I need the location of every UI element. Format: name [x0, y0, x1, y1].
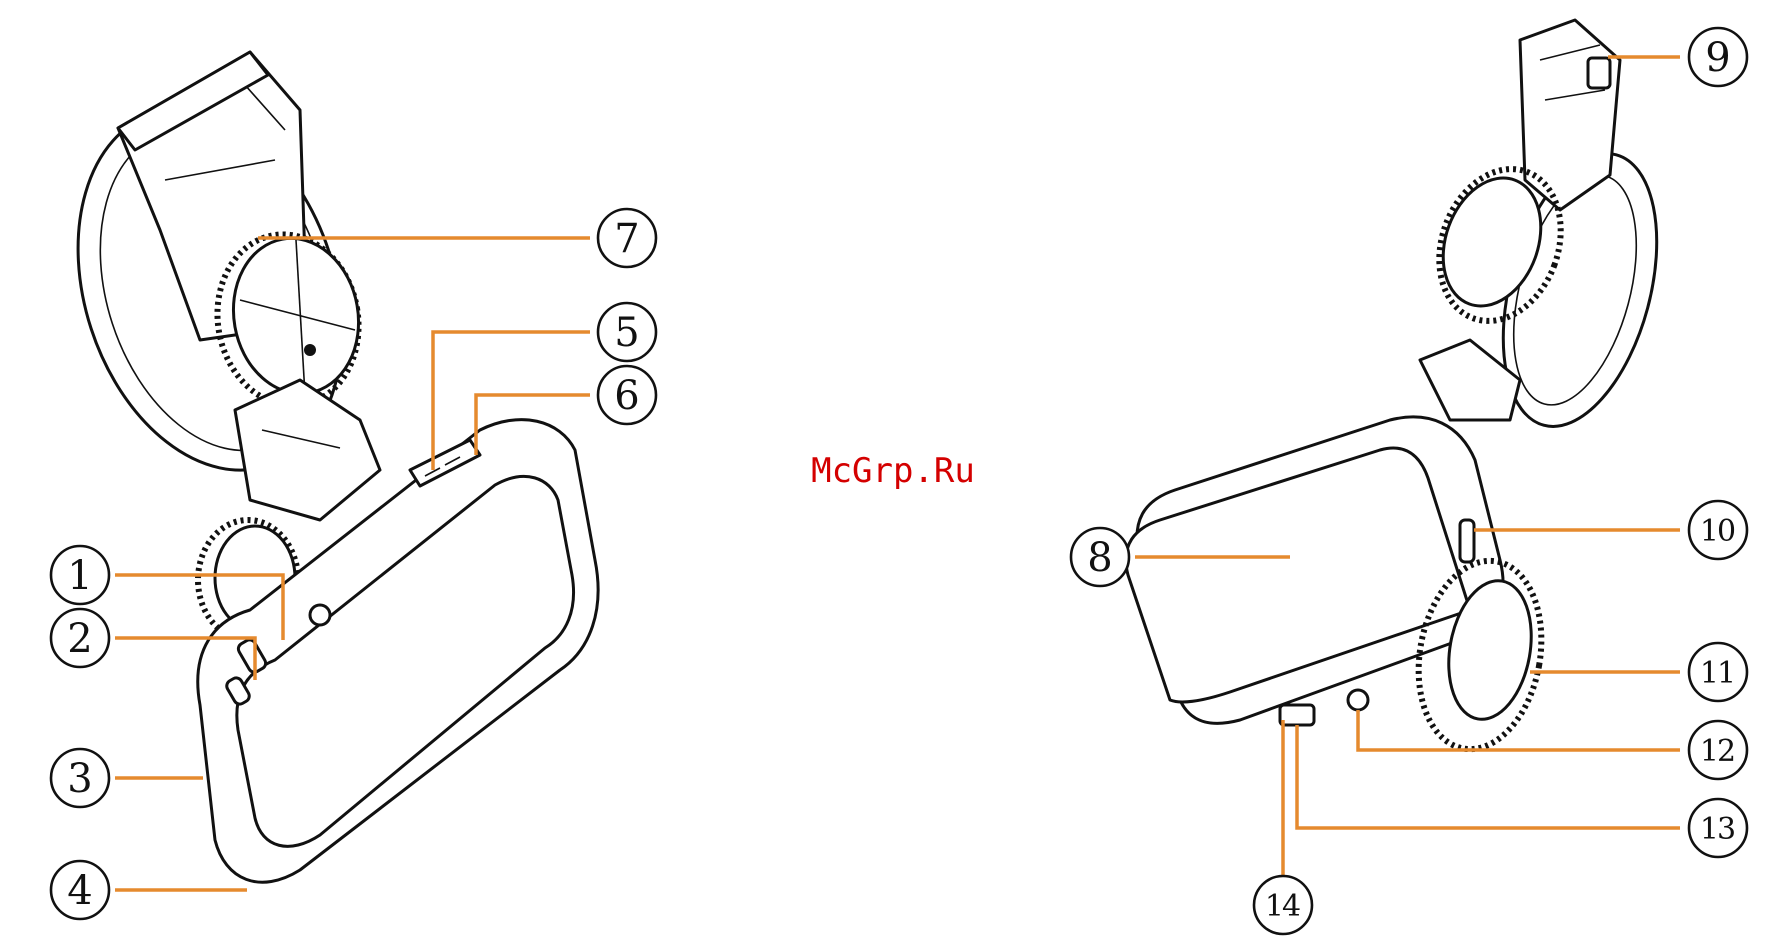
callout-14-label: 14 [1265, 889, 1300, 924]
leader-line-12 [1358, 710, 1680, 750]
callout-13: 13 [1689, 799, 1747, 857]
callout-8-label: 8 [1087, 535, 1112, 581]
device-front-view [34, 52, 598, 882]
callout-6-label: 6 [614, 373, 639, 419]
callout-7: 7 [598, 209, 656, 267]
callout-8: 8 [1071, 528, 1129, 586]
callout-12-label: 12 [1700, 734, 1734, 769]
callout-1-label: 1 [67, 553, 92, 599]
callout-2: 2 [51, 609, 109, 667]
callout-1: 1 [51, 546, 109, 604]
callout-9-label: 9 [1705, 35, 1730, 81]
callout-3: 3 [51, 749, 109, 807]
callout-5-label: 5 [614, 310, 639, 356]
callout-10: 10 [1689, 501, 1747, 559]
leader-line-13 [1297, 725, 1680, 828]
callout-5: 5 [598, 303, 656, 361]
callout-13-label: 13 [1700, 812, 1734, 847]
callout-14: 14 [1254, 876, 1312, 934]
callout-7-label: 7 [614, 216, 639, 262]
callout-4: 4 [51, 861, 109, 919]
callout-12: 12 [1689, 721, 1747, 779]
callout-6: 6 [598, 366, 656, 424]
callout-3-label: 3 [67, 756, 92, 802]
callout-2-label: 2 [67, 616, 92, 662]
callout-9: 9 [1689, 28, 1747, 86]
callout-11-label: 11 [1700, 656, 1734, 691]
device-rear-view [1126, 20, 1684, 759]
watermark-text: McGrp.Ru [811, 451, 975, 491]
callout-10-label: 10 [1700, 514, 1735, 549]
callout-4-label: 4 [67, 868, 92, 914]
callout-11: 11 [1689, 643, 1747, 701]
